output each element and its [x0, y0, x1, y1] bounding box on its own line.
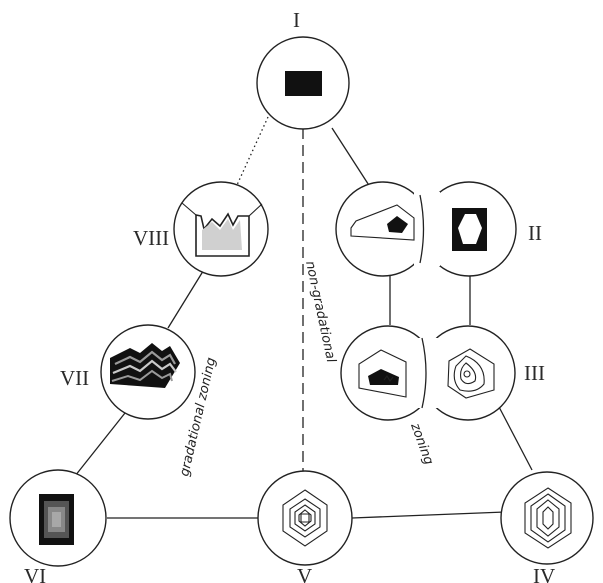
label-I: I: [293, 8, 300, 32]
edge-VII-VIII: [167, 267, 206, 329]
crystal-small-core: [387, 216, 408, 233]
label-VII: VII: [60, 366, 89, 390]
edge-V-IV: [351, 511, 506, 519]
crystal-irregular-zoned: [447, 348, 495, 399]
label-VI: VI: [24, 564, 46, 583]
node-VI: [9, 469, 107, 567]
label-V: V: [297, 564, 312, 583]
crystal-zoned-hexagon: [282, 489, 328, 547]
crystal-concentric-hexagons: [524, 487, 572, 549]
label-III: III: [524, 361, 545, 385]
crystal-gradational-block: [39, 494, 74, 545]
edge-III-IV: [497, 404, 533, 471]
edge-I-II: [331, 127, 373, 191]
node-III: [340, 325, 516, 421]
node-II: [335, 181, 517, 277]
edge-VI-VII: [74, 412, 126, 477]
node-V: [257, 470, 353, 566]
label-IV: IV: [533, 564, 555, 583]
crystal-banded-zigzag: [110, 343, 180, 388]
node-VII: [100, 324, 196, 420]
node-labels: I II III IV V VI VII VIII: [24, 8, 555, 583]
label-VIII: VIII: [133, 226, 169, 250]
label-II: II: [528, 221, 542, 245]
crystal-elongated-core: [350, 204, 415, 241]
crystal-cut-section: [181, 202, 263, 257]
crystal-hexagonal-frame: [452, 208, 487, 251]
edge-I-VIII-dotted: [236, 116, 269, 186]
node-IV: [500, 471, 594, 565]
crystal-pentagon-core: [368, 369, 399, 385]
node-I: [256, 36, 350, 130]
node-VIII: [173, 181, 269, 277]
connector-lines: [74, 116, 533, 519]
crystal-pentagon-outline: [358, 349, 407, 398]
crystal-solid-block: [285, 71, 322, 96]
annotation-non-gradational: non-gradational: [302, 260, 338, 365]
annotation-zoning: zoning: [407, 420, 436, 467]
